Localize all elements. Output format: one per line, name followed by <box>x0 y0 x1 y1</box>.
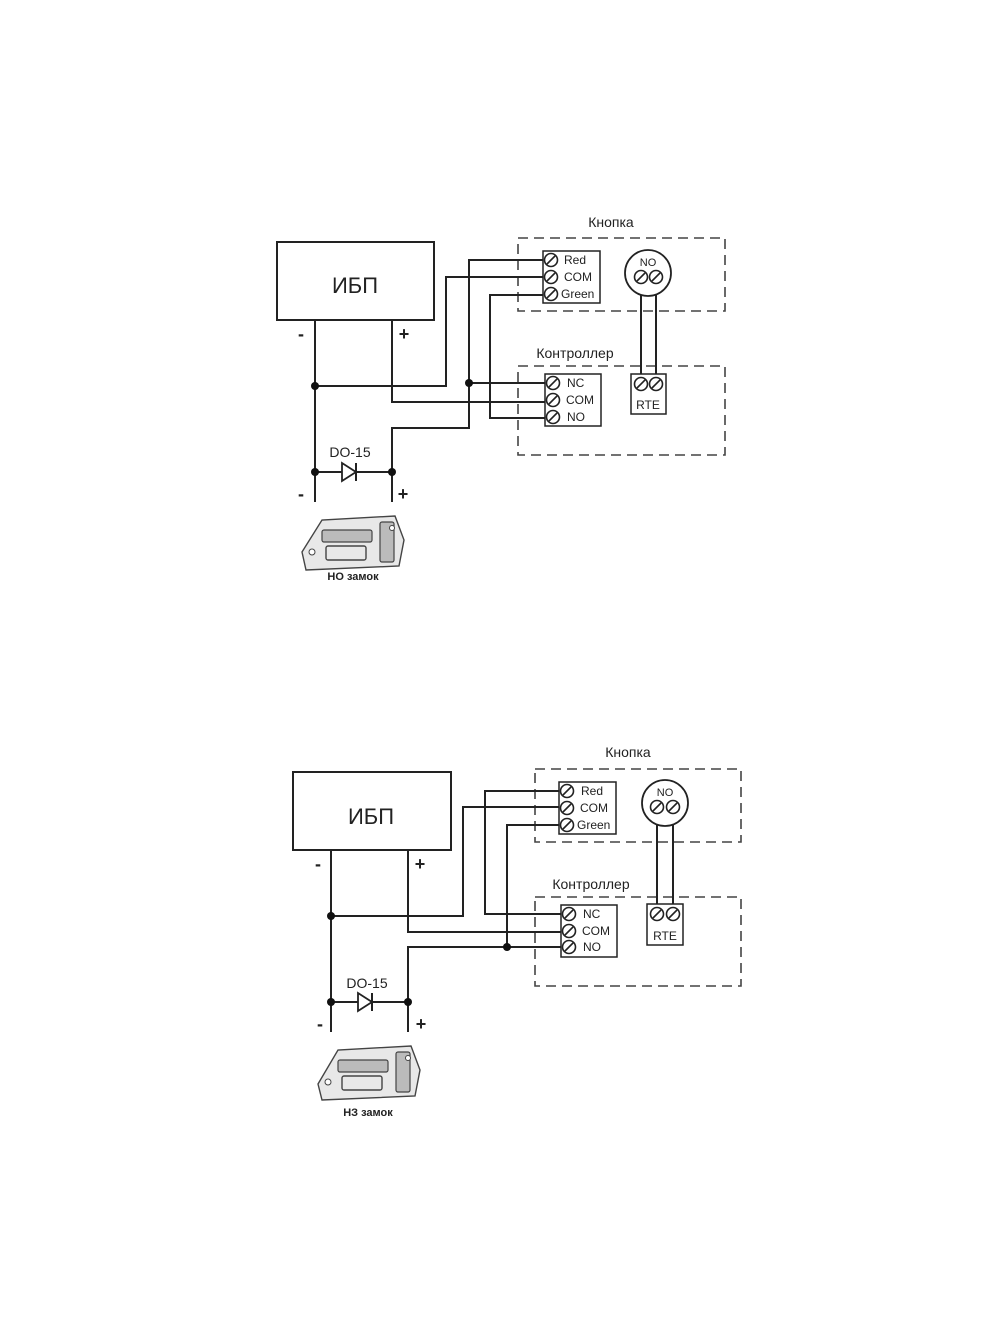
junction-dot <box>465 379 473 387</box>
lock-minus-label: - <box>298 484 304 504</box>
button-switch: NO <box>641 779 689 827</box>
wires <box>314 259 657 502</box>
junction-dot <box>311 382 319 390</box>
button-terminal-block: Red COM Green <box>542 250 601 304</box>
ups-box <box>292 771 452 851</box>
ups-plus-label: + <box>399 324 410 344</box>
ups-plus-label: + <box>415 854 426 874</box>
lock-minus-label: - <box>317 1014 323 1034</box>
ups-label: ИБП <box>348 804 394 829</box>
controller-terminal-block: NC COM NO <box>544 373 602 427</box>
button-group-outline <box>534 768 742 843</box>
junction-dot <box>311 468 319 476</box>
button-switch: NO <box>624 249 672 297</box>
diode-symbol <box>357 991 374 1013</box>
controller-terminal-block: NC COM NO <box>560 904 618 958</box>
rte-terminal-block: RTE <box>646 903 684 946</box>
lock-caption: НО замок <box>327 571 379 583</box>
ups-label: ИБП <box>332 273 378 298</box>
controller-group-outline <box>517 365 726 456</box>
controller-group-label: Контроллер <box>552 876 629 892</box>
rte-label: RTE <box>636 398 660 412</box>
lock-image <box>301 515 405 571</box>
lock-plus-label: + <box>398 484 409 504</box>
button-terminal-red: Red <box>564 253 586 267</box>
ups-box <box>276 241 435 321</box>
rte-label: RTE <box>653 929 677 943</box>
lock-caption: НЗ замок <box>343 1107 393 1119</box>
button-terminal-com: COM <box>564 270 592 284</box>
button-group-label: Кнопка <box>605 744 651 760</box>
ups-minus-label: - <box>315 854 321 874</box>
junction-dot <box>503 943 511 951</box>
controller-group-outline <box>534 896 742 987</box>
diode-symbol <box>341 461 358 483</box>
diagram-no-lock: Кнопка Контроллер ИБП - + <box>276 214 726 583</box>
controller-terminal-no: NO <box>567 410 585 424</box>
controller-terminal-com: COM <box>566 393 594 407</box>
lock-plus-label: + <box>416 1014 427 1034</box>
controller-terminal-nc: NC <box>567 376 585 390</box>
junction-dot <box>388 468 396 476</box>
button-switch-label: NO <box>657 787 674 799</box>
button-terminal-green: Green <box>577 818 610 832</box>
controller-terminal-nc: NC <box>583 907 601 921</box>
rte-terminal-block: RTE <box>630 373 667 415</box>
diagram-nc-lock: Кнопка Контроллер ИБП - + <box>292 744 742 1119</box>
junction-dot <box>404 998 412 1006</box>
lock-image <box>317 1045 421 1101</box>
button-terminal-red: Red <box>581 784 603 798</box>
junction-dot <box>327 912 335 920</box>
diode-label: DO-15 <box>329 444 370 460</box>
junction-dot <box>327 998 335 1006</box>
button-switch-label: NO <box>640 257 657 269</box>
diode-label: DO-15 <box>346 975 387 991</box>
controller-terminal-no: NO <box>583 940 601 954</box>
button-terminal-green: Green <box>561 287 594 301</box>
ups-minus-label: - <box>298 324 304 344</box>
button-terminal-com: COM <box>580 801 608 815</box>
button-group-outline <box>517 237 726 312</box>
button-group-label: Кнопка <box>588 214 634 230</box>
controller-terminal-com: COM <box>582 924 610 938</box>
controller-group-label: Контроллер <box>536 345 613 361</box>
button-terminal-block: Red COM Green <box>558 781 617 835</box>
